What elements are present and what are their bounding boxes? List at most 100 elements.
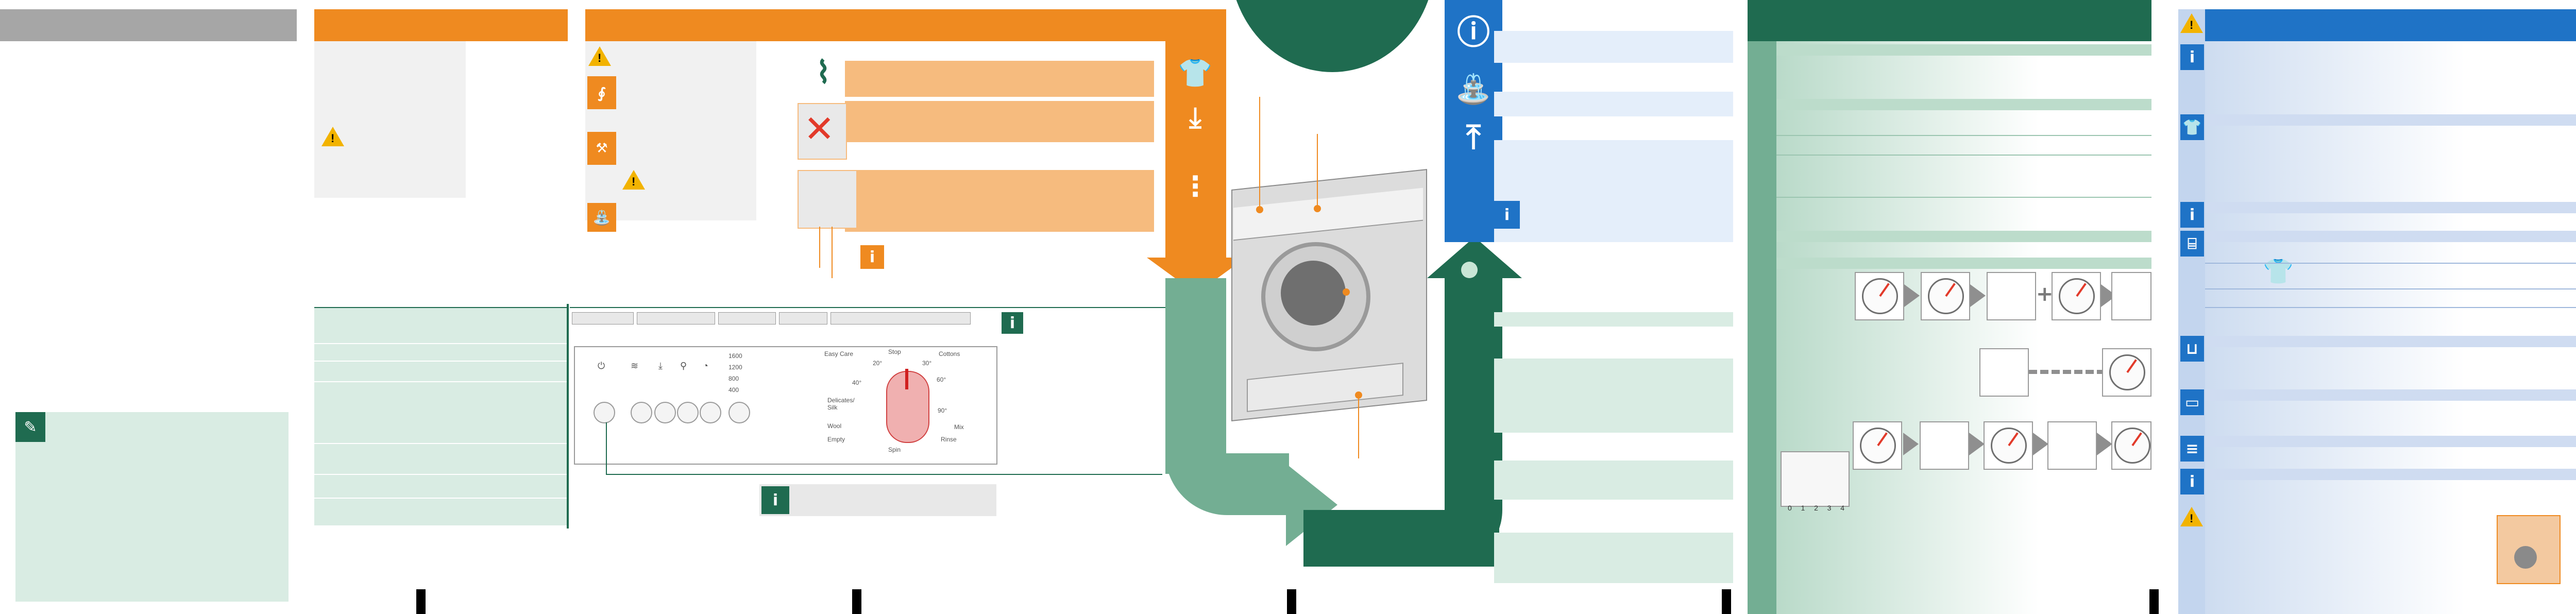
page-mark xyxy=(2149,589,2159,614)
green-divider xyxy=(567,304,569,528)
step-image-3 xyxy=(798,170,857,229)
plug-icon: ∮ xyxy=(587,76,616,109)
plus-sign: + xyxy=(2036,282,2054,306)
temp-40: 40° xyxy=(852,379,862,386)
page-mark xyxy=(852,589,861,614)
warning-icon xyxy=(2180,13,2203,33)
power-button[interactable] xyxy=(594,402,615,423)
spin-speed-button[interactable] xyxy=(728,402,750,423)
dashed-arrow xyxy=(2029,370,2105,374)
table-row-line xyxy=(314,474,567,475)
spin-speed-800: 800 xyxy=(728,375,739,382)
warning-icon xyxy=(588,46,611,66)
shirt-illustration: 👕 xyxy=(2263,257,2294,286)
table-row-line xyxy=(314,381,567,382)
program-wool: Wool xyxy=(827,422,842,430)
indicator-number: 4 xyxy=(1840,504,1844,512)
blue-row xyxy=(2205,114,2576,126)
step-bar-3 xyxy=(845,170,1154,232)
tap-icon: ⛲ xyxy=(1455,73,1492,106)
callout-dot xyxy=(1355,391,1362,399)
dial-step xyxy=(1853,421,1902,470)
blue-header-bar xyxy=(2205,9,2576,41)
info-note-bar xyxy=(759,484,996,516)
temp-60: 60° xyxy=(937,376,946,383)
dial-step xyxy=(1984,421,2033,470)
dial-step xyxy=(1921,272,1970,320)
option-button-1[interactable] xyxy=(631,402,652,423)
callout-line xyxy=(1358,397,1359,458)
info-icon: i xyxy=(2180,44,2204,70)
dial-step xyxy=(2102,348,2151,397)
step-divider xyxy=(1776,197,2151,198)
power-icon: ⏻ xyxy=(598,361,605,371)
arrow-right xyxy=(1903,433,1919,455)
indicator-number: 0 xyxy=(1788,504,1792,512)
tap-icon: ⛲ xyxy=(587,203,616,232)
shirt-icon: 👕 xyxy=(1178,57,1213,89)
step-divider xyxy=(1776,155,2151,156)
callout-dot xyxy=(1256,206,1263,213)
page-mark xyxy=(1722,589,1731,614)
warning-icon xyxy=(622,170,645,190)
flow-dot xyxy=(1461,262,1478,278)
divider-line xyxy=(2205,263,2576,264)
program-table-rule xyxy=(314,307,567,308)
page-mark xyxy=(1287,589,1296,614)
iron-icon: ⚲ xyxy=(680,361,687,371)
divider-line xyxy=(2205,307,2576,308)
page1-header-bar xyxy=(0,9,297,41)
callout-line-panel xyxy=(606,422,607,474)
program-stop: Stop xyxy=(888,348,901,355)
panel-top-rule xyxy=(570,307,1167,308)
callout-line xyxy=(819,227,820,268)
menu-icon: ≡ xyxy=(2180,436,2204,462)
arrow-right xyxy=(2097,433,2112,455)
start-icon: ◔ xyxy=(703,361,708,371)
drum-icon: ▭ xyxy=(2180,389,2204,415)
info-icon: i xyxy=(2180,202,2204,228)
info-row xyxy=(1494,92,1733,116)
laundry-label-icon: ⌸ xyxy=(2180,231,2204,257)
green-flow-curve-light xyxy=(1165,278,1226,474)
machine-door-glass xyxy=(1281,261,1346,326)
table-row-line xyxy=(314,498,567,499)
transport-icon: ⚒ xyxy=(587,132,616,165)
info-row xyxy=(1494,31,1733,63)
button-step xyxy=(2111,272,2151,320)
orange-header-bar xyxy=(314,9,568,41)
info-block-green xyxy=(1494,533,1733,583)
warning-icon xyxy=(321,127,344,146)
green-circle-top xyxy=(1229,0,1435,72)
info-icon: i xyxy=(1002,312,1023,334)
step-divider xyxy=(1776,135,2151,136)
arrow-right xyxy=(1970,284,1986,307)
panel-tab xyxy=(779,312,827,325)
callout-line xyxy=(832,227,833,278)
program-spin: Spin xyxy=(888,446,901,453)
option-button-3[interactable] xyxy=(677,402,699,423)
button-step xyxy=(2047,421,2097,470)
table-row-line xyxy=(314,361,567,362)
leaf-icon: ✎ xyxy=(15,412,45,442)
temp-90: 90° xyxy=(938,407,947,414)
step-heading xyxy=(1776,99,2151,110)
blue-row xyxy=(2205,389,2576,401)
option-button-2[interactable] xyxy=(654,402,676,423)
program-easy-care: Easy Care xyxy=(824,350,854,357)
green-sidebar xyxy=(1748,41,1776,614)
blue-row xyxy=(2205,436,2576,447)
program-cottons: Cottons xyxy=(939,350,960,357)
callout-line xyxy=(1259,97,1260,206)
info-block xyxy=(1494,140,1733,242)
info-block-green xyxy=(1494,460,1733,500)
indicator-grid xyxy=(1781,451,1850,507)
detergent-icon: ⋮ xyxy=(1181,170,1209,202)
option-button-4[interactable] xyxy=(700,402,721,423)
spin-speed-1200: 1200 xyxy=(728,364,742,371)
temp-30: 30° xyxy=(922,360,932,367)
info-icon: i xyxy=(2180,469,2204,494)
arrow-right xyxy=(1904,284,1920,307)
indicator-number-row: 0 1 2 3 4 xyxy=(1788,504,1844,512)
info-icon: i xyxy=(1494,201,1520,229)
